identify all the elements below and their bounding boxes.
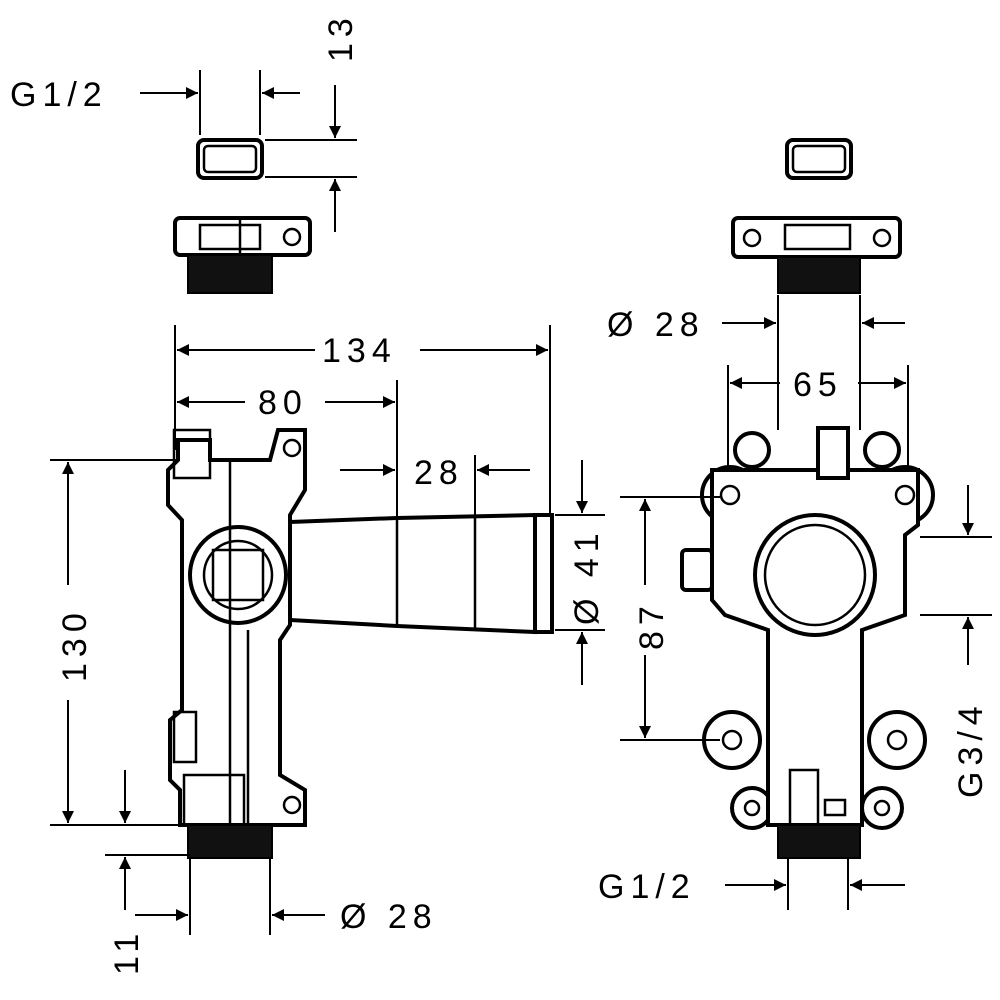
label-height: 130 (56, 607, 94, 682)
dim-mount-height: 87 (620, 496, 720, 741)
dim-bottom-thread: G1/2 (598, 858, 905, 910)
left-cap (196, 138, 264, 180)
left-body (166, 428, 554, 859)
label-mount-height: 87 (633, 600, 671, 650)
dim-axis-offset: 80 (177, 380, 398, 518)
right-nut (731, 216, 902, 294)
label-pipe-diameter: Ø 41 (568, 527, 606, 625)
label-cap-thread: G1/2 (10, 76, 108, 114)
left-nut (173, 216, 312, 294)
dim-pipe-segment: 28 (340, 454, 530, 516)
dim-bottom-diameter: Ø 28 (135, 858, 438, 936)
label-side-thread: G3/4 (952, 700, 990, 798)
label-bottom-thread: G1/2 (598, 868, 696, 906)
label-thread-length: 11 (108, 928, 146, 975)
dim-overall-width: 134 (174, 325, 551, 515)
label-axis-offset: 80 (258, 384, 308, 422)
right-cap (785, 138, 853, 180)
dim-cap-height: 13 (265, 12, 360, 232)
dim-mount-width: 65 (727, 365, 909, 470)
label-pipe-segment: 28 (414, 454, 464, 492)
label-overall-width: 134 (322, 332, 397, 370)
dim-cap-thread: G1/2 (10, 70, 300, 135)
dim-top-diameter: Ø 28 (607, 295, 905, 430)
label-bottom-diameter: Ø 28 (340, 898, 438, 936)
dim-pipe-diameter: Ø 41 (555, 460, 606, 685)
dim-height: 130 (50, 459, 185, 826)
dim-thread-length: 11 (105, 770, 190, 975)
label-top-diameter: Ø 28 (607, 306, 705, 344)
right-body (680, 426, 935, 859)
dim-side-thread: G3/4 (920, 485, 992, 798)
label-cap-height: 13 (322, 12, 360, 62)
label-mount-width: 65 (793, 366, 843, 404)
